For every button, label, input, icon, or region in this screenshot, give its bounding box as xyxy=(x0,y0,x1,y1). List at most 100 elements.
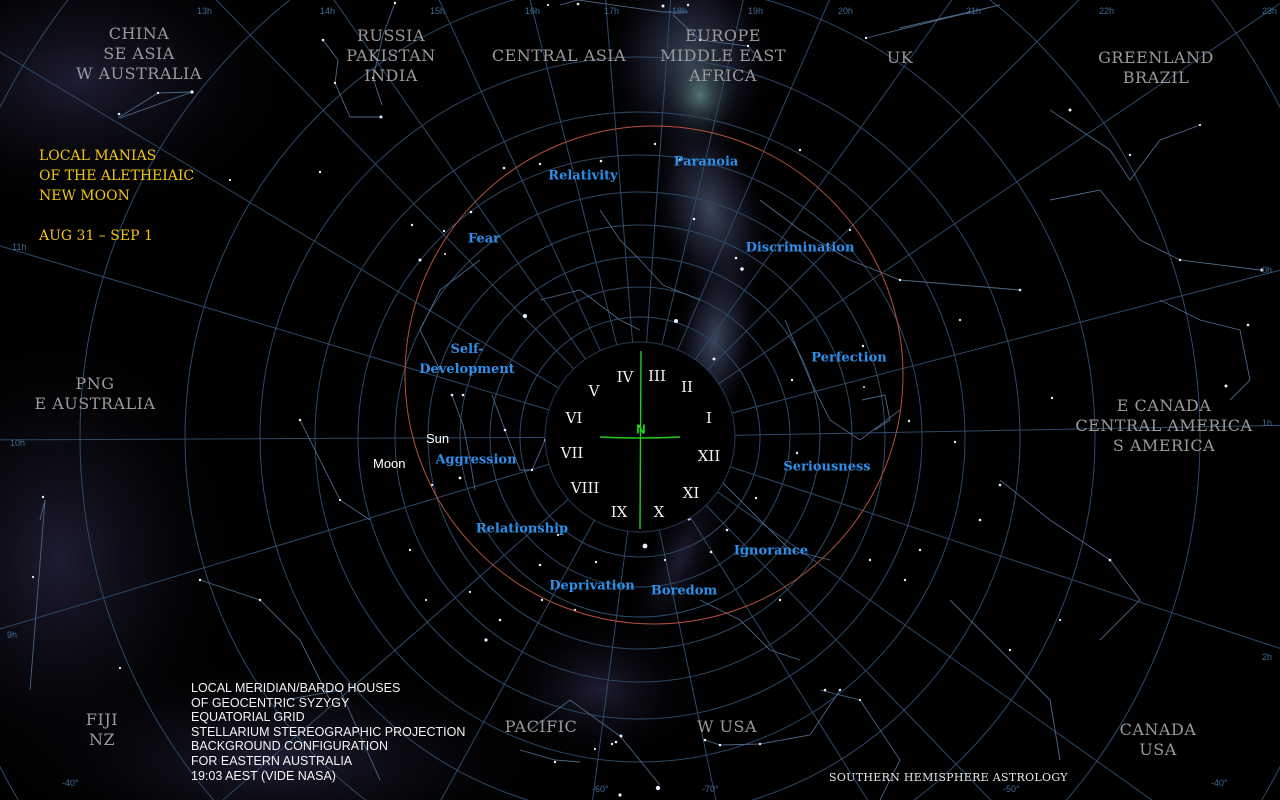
grid-label: 23h xyxy=(1262,6,1278,16)
region-line: BRAZIL xyxy=(1122,68,1190,87)
region-line: PAKISTAN xyxy=(346,46,436,65)
mania-label: Relativity xyxy=(548,168,618,184)
house-numeral: III xyxy=(648,367,666,385)
grid-label: -40° xyxy=(1211,778,1228,788)
mania-line: Self- xyxy=(450,342,484,357)
title-block: LOCAL MANIAS OF THE ALETHEIAIC NEW MOON … xyxy=(39,146,194,246)
region-line: RUSSIA xyxy=(356,26,426,45)
grid-label: 0h xyxy=(1262,265,1273,275)
region-label-pacific: PACIFIC xyxy=(505,717,578,737)
region-line: W AUSTRALIA xyxy=(76,64,202,83)
region-line: USA xyxy=(1139,740,1177,759)
mania-label: Perfection xyxy=(811,350,887,366)
region-line: E AUSTRALIA xyxy=(34,394,156,413)
grid-label: 11h xyxy=(12,242,27,252)
mania-label: Deprivation xyxy=(549,578,635,594)
region-line: CANADA xyxy=(1119,720,1197,739)
house-numeral: VI xyxy=(565,409,583,427)
region-label-uk: UK xyxy=(887,48,913,68)
info-line-2: OF GEOCENTRIC SYZYGY xyxy=(191,695,350,710)
meridian-cross xyxy=(599,350,681,530)
mania-label: Self- Development xyxy=(419,340,515,380)
region-line: CHINA xyxy=(108,24,170,43)
date-range: AUG 31 – SEP 1 xyxy=(39,228,153,244)
region-line: MIDDLE EAST xyxy=(659,46,787,65)
grid-label: 2h xyxy=(1262,652,1273,662)
mania-label: Paranoia xyxy=(673,154,739,170)
moon-label[interactable]: Moon xyxy=(373,456,406,471)
grid-label: 18h xyxy=(672,6,688,16)
title-line-3: NEW MOON xyxy=(39,188,130,204)
info-line-7: 19:03 AEST (VIDE NASA) xyxy=(191,768,336,783)
grid-label: 10h xyxy=(10,438,26,448)
mania-label: Seriousness xyxy=(783,459,871,475)
grid-label: 16h xyxy=(525,6,541,16)
region-line: W USA xyxy=(696,717,758,736)
house-numeral: IX xyxy=(610,503,628,521)
grid-label: 19h xyxy=(748,6,764,16)
grid-label: 1h xyxy=(1262,418,1273,428)
region-line: PNG xyxy=(75,374,115,393)
info-line-6: FOR EASTERN AUSTRALIA xyxy=(191,753,353,768)
region-line: GREENLAND xyxy=(1098,48,1214,67)
house-numeral: VIII xyxy=(570,479,600,497)
region-line: E CANADA xyxy=(1116,396,1212,415)
grid-label: -50° xyxy=(1003,784,1020,794)
house-numeral: V xyxy=(588,382,600,400)
mania-label: Aggression xyxy=(435,452,517,468)
mania-label: Fear xyxy=(467,231,501,247)
grid-label: 22h xyxy=(1099,6,1115,16)
grid-label: -60° xyxy=(592,784,609,794)
mania-line: Development xyxy=(419,362,515,377)
info-line-5: BACKGROUND CONFIGURATION xyxy=(191,739,388,754)
region-line: UK xyxy=(886,48,914,67)
region-line: FIJI xyxy=(85,710,119,729)
grid-label: 20h xyxy=(838,6,854,16)
grid-label: 15h xyxy=(430,6,446,16)
grid-label: 21h xyxy=(966,6,982,16)
region-line: NZ xyxy=(88,730,116,749)
region-line: INDIA xyxy=(364,66,418,85)
info-line-4: STELLARIUM STEREOGRAPHIC PROJECTION xyxy=(191,724,466,739)
grid-label: -70° xyxy=(702,784,719,794)
region-line: CENTRAL ASIA xyxy=(491,46,627,65)
mania-label: Discrimination xyxy=(745,240,855,256)
grid-label: 17h xyxy=(604,6,620,16)
grid-label: 13h xyxy=(197,6,213,16)
info-block: LOCAL MERIDIAN/BARDO HOUSES OF GEOCENTRI… xyxy=(191,681,465,783)
info-line-3: EQUATORIAL GRID xyxy=(191,710,305,725)
house-numeral: IV xyxy=(616,368,634,386)
house-numeral: XII xyxy=(697,447,721,465)
sun-label[interactable]: Sun xyxy=(426,431,450,446)
grid-label: -40° xyxy=(62,778,79,788)
title-line-1: LOCAL MANIAS xyxy=(39,148,157,164)
mania-label: Ignorance xyxy=(733,543,809,559)
title-line-2: OF THE ALETHEIAIC xyxy=(39,168,195,184)
region-line: SE ASIA xyxy=(103,44,175,63)
region-line: S AMERICA xyxy=(1112,436,1216,455)
mania-label: Relationship xyxy=(475,521,569,537)
horizon-circle xyxy=(404,125,904,625)
house-numeral: XI xyxy=(682,484,700,502)
grid-label: 9h xyxy=(7,630,18,640)
house-numeral: X xyxy=(653,503,665,521)
region-line: AFRICA xyxy=(689,66,757,85)
grid-label: 14h xyxy=(320,6,336,16)
region-label-w-usa: W USA xyxy=(697,717,757,737)
region-line: CENTRAL AMERICA xyxy=(1075,416,1253,435)
north-marker: N xyxy=(636,421,646,437)
house-numeral: I xyxy=(706,409,712,427)
region-line: EUROPE xyxy=(685,26,761,45)
mania-label: Boredom xyxy=(650,583,718,599)
info-line-1: LOCAL MERIDIAN/BARDO HOUSES xyxy=(191,681,401,695)
